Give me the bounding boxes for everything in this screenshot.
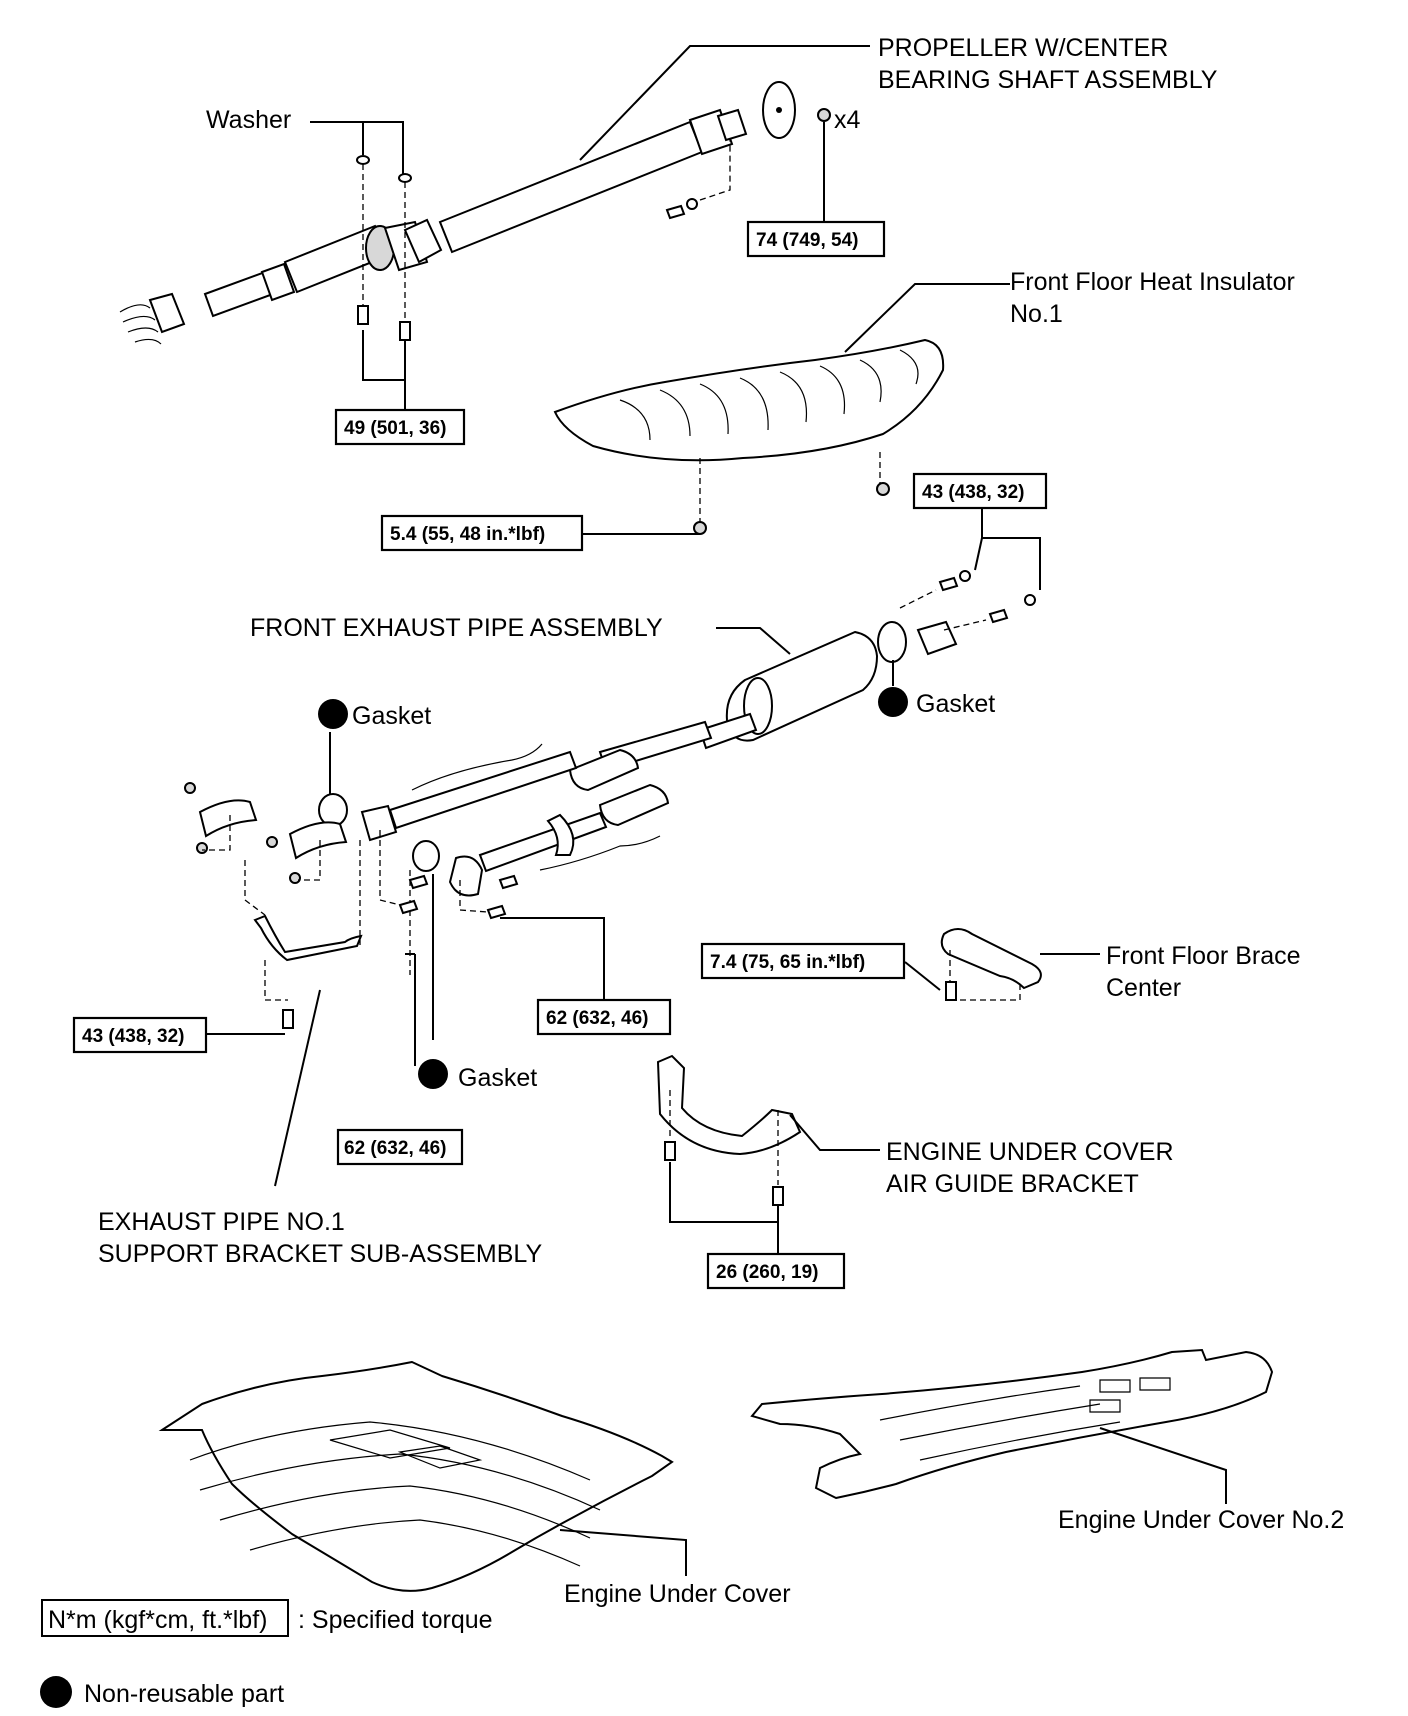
- air-guide-label-line1: ENGINE UNDER COVER: [886, 1138, 1174, 1166]
- non-reusable-dot: [878, 687, 908, 717]
- torque-box-center-bearing: [334, 408, 466, 446]
- gasket-left-label: Gasket: [352, 702, 431, 730]
- torque-box-heat-insulator: [380, 514, 584, 552]
- support-bracket-drawing: [184, 782, 411, 1029]
- x4-label: x4: [834, 106, 861, 134]
- torque-center-bearing: 49 (501, 36): [344, 418, 446, 439]
- heat-insulator-drawing: [553, 338, 945, 535]
- torque-front-flange-left: 62 (632, 46): [344, 1138, 446, 1159]
- torque-support-bracket: 43 (438, 32): [82, 1026, 184, 1047]
- front-floor-brace-drawing: [940, 928, 1042, 1001]
- torque-box-propeller: [746, 220, 886, 258]
- legend-non-reusable-dot: [40, 1676, 72, 1708]
- non-reusable-dot: [418, 1059, 448, 1089]
- washer-label: Washer: [206, 106, 291, 134]
- torque-front-flange-right: 62 (632, 46): [546, 1008, 648, 1029]
- non-reusable-dot: [318, 699, 348, 729]
- torque-brace: 7.4 (75, 65 in.*lbf): [710, 952, 865, 973]
- support-bracket-label-line2: SUPPORT BRACKET SUB-ASSEMBLY: [98, 1240, 542, 1268]
- air-guide-bracket-drawing: [656, 1054, 802, 1206]
- gasket-lower-label: Gasket: [458, 1064, 537, 1092]
- front-exhaust-pipe-drawing: [360, 570, 1036, 897]
- engine-under-cover-drawing: [158, 1360, 674, 1592]
- gasket-lower-drawing: [412, 840, 440, 872]
- torque-box-support-bracket: [72, 1016, 208, 1054]
- torque-tail-flange: 43 (438, 32): [922, 482, 1024, 503]
- air-guide-label-line2: AIR GUIDE BRACKET: [886, 1170, 1139, 1198]
- gasket-right-label: Gasket: [916, 690, 995, 718]
- torque-box-air-guide: [706, 1252, 846, 1290]
- torque-box-brace: [700, 942, 906, 980]
- torque-box-front-flange-right: [536, 998, 672, 1036]
- legend-torque-box: [41, 1599, 289, 1637]
- heat-insulator-label-line2: No.1: [1010, 300, 1063, 328]
- propeller-label-line2: BEARING SHAFT ASSEMBLY: [878, 66, 1218, 94]
- gasket-left-drawing: [318, 793, 348, 827]
- brace-label-line2: Center: [1106, 974, 1181, 1002]
- propeller-shaft-drawing: [119, 81, 831, 345]
- legend-torque-unit: N*m (kgf*cm, ft.*lbf): [48, 1606, 267, 1634]
- propeller-label-line1: PROPELLER W/CENTER: [878, 34, 1168, 62]
- torque-box-tail-flange: [912, 472, 1048, 510]
- torque-heat-insulator: 5.4 (55, 48 in.*lbf): [390, 524, 545, 545]
- heat-insulator-label-line1: Front Floor Heat Insulator: [1010, 268, 1295, 296]
- legend-torque-desc: : Specified torque: [298, 1606, 493, 1634]
- under-cover-label: Engine Under Cover: [564, 1580, 791, 1608]
- engine-under-cover-no2-drawing: [750, 1348, 1274, 1500]
- torque-box-front-flange-left: [336, 1128, 464, 1166]
- torque-air-guide: 26 (260, 19): [716, 1262, 818, 1283]
- support-bracket-label-line1: EXHAUST PIPE NO.1: [98, 1208, 345, 1236]
- brace-label-line1: Front Floor Brace: [1106, 942, 1301, 970]
- front-exhaust-label: FRONT EXHAUST PIPE ASSEMBLY: [250, 614, 663, 642]
- under-cover-no2-label: Engine Under Cover No.2: [1058, 1506, 1344, 1534]
- legend-non-reusable: Non-reusable part: [84, 1680, 284, 1708]
- torque-propeller-flange: 74 (749, 54): [756, 230, 858, 251]
